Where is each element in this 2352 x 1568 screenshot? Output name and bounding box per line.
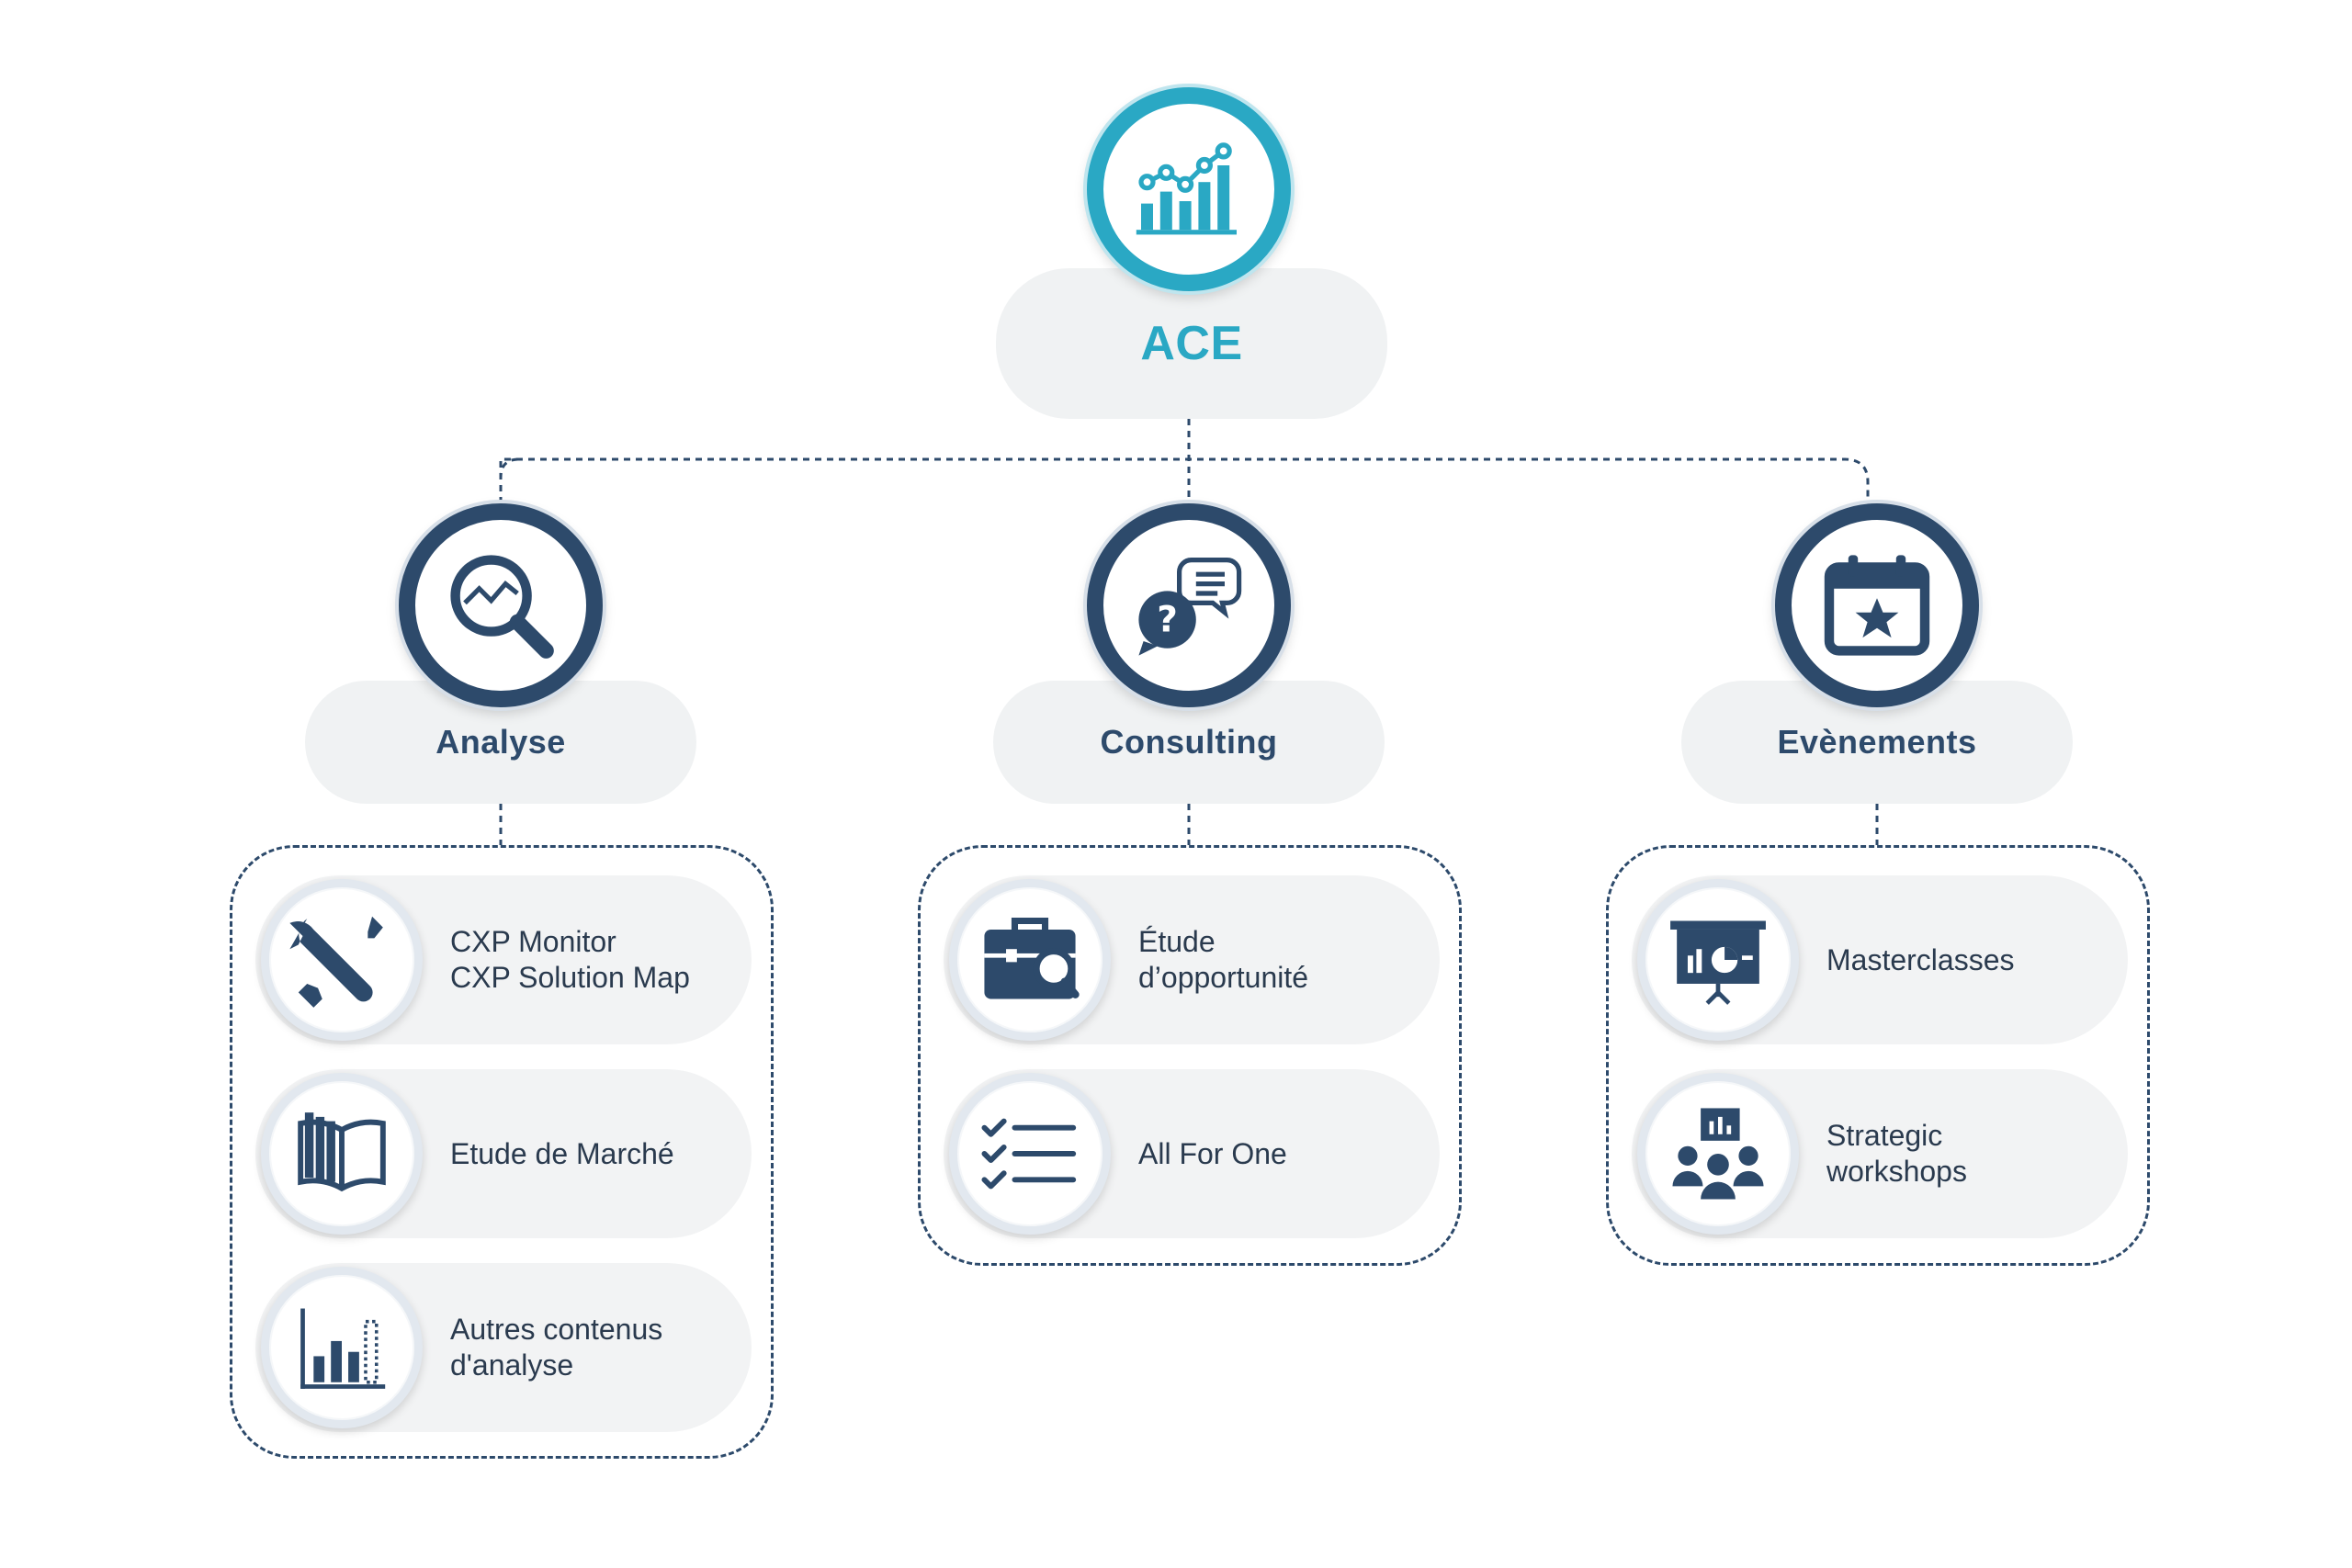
item-line1: Étude <box>1138 925 1216 958</box>
calendar-star-icon <box>1824 555 1930 656</box>
item-line1: Strategic <box>1826 1119 1943 1152</box>
magnifier-chart-icon <box>450 555 554 659</box>
group-consulting <box>918 845 1462 1266</box>
item-line1: Etude de Marché <box>450 1136 674 1170</box>
category-node-evenements <box>1775 503 1979 707</box>
root-label: ACE <box>1140 317 1243 370</box>
briefcase-search-icon <box>984 917 1080 999</box>
root-pill: ACE <box>996 268 1387 419</box>
item-icon-badge <box>949 1073 1111 1235</box>
item-icon-badge <box>1637 879 1799 1041</box>
category-node-analyse <box>399 503 603 707</box>
group-analyse <box>230 845 774 1459</box>
item-icon-badge <box>261 879 423 1041</box>
item-line2: workshops <box>1826 1155 1967 1188</box>
item-text: All For One <box>1138 1069 1432 1238</box>
item-text: Strategic workshops <box>1826 1069 2120 1238</box>
item-line1: CXP Monitor <box>450 925 616 958</box>
item-text: CXP Monitor CXP Solution Map <box>450 875 744 1044</box>
presentation-board-icon <box>1670 920 1766 1005</box>
item-icon-badge <box>1637 1073 1799 1235</box>
item-line2: d’opportunité <box>1138 961 1309 994</box>
list-item-masterclasses[interactable]: Masterclasses <box>1632 875 2128 1044</box>
item-line2: CXP Solution Map <box>450 961 690 994</box>
item-text: Masterclasses <box>1826 875 2120 1044</box>
item-text: Étude d’opportunité <box>1138 875 1432 1044</box>
item-icon-badge <box>261 1073 423 1235</box>
item-text: Autres contenus d'analyse <box>450 1263 744 1432</box>
checklist-icon <box>981 1118 1077 1190</box>
item-icon-badge <box>949 879 1111 1041</box>
growth-chart-icon <box>1136 142 1237 235</box>
category-label-evenements: Evènements <box>1777 723 1977 761</box>
item-line2: d'analyse <box>450 1348 574 1382</box>
item-text: Etude de Marché <box>450 1069 744 1238</box>
list-item-cxp-monitor[interactable]: CXP Monitor CXP Solution Map <box>255 875 752 1044</box>
item-line1: All For One <box>1138 1136 1287 1170</box>
svg-text:?: ? <box>1157 600 1178 641</box>
team-meeting-icon <box>1672 1108 1764 1200</box>
item-icon-badge <box>261 1267 423 1428</box>
category-label-analyse: Analyse <box>435 723 566 761</box>
open-book-icon <box>298 1112 386 1192</box>
list-item-strategic-workshops[interactable]: Strategic workshops <box>1632 1069 2128 1238</box>
question-chat-icon: ? <box>1138 558 1242 656</box>
item-line1: Masterclasses <box>1826 942 2015 976</box>
list-item-autres-contenus[interactable]: Autres contenus d'analyse <box>255 1263 752 1432</box>
category-node-consulting: ? <box>1087 503 1291 707</box>
tools-icon <box>289 916 383 1008</box>
bar-chart-icon <box>300 1308 386 1389</box>
list-item-all-for-one[interactable]: All For One <box>944 1069 1440 1238</box>
group-evenements <box>1606 845 2150 1266</box>
list-item-etude-de-marche[interactable]: Etude de Marché <box>255 1069 752 1238</box>
root-node <box>1087 87 1291 291</box>
item-line1: Autres contenus <box>450 1313 663 1346</box>
category-label-consulting: Consulting <box>1100 723 1278 761</box>
list-item-etude-opportunite[interactable]: Étude d’opportunité <box>944 875 1440 1044</box>
